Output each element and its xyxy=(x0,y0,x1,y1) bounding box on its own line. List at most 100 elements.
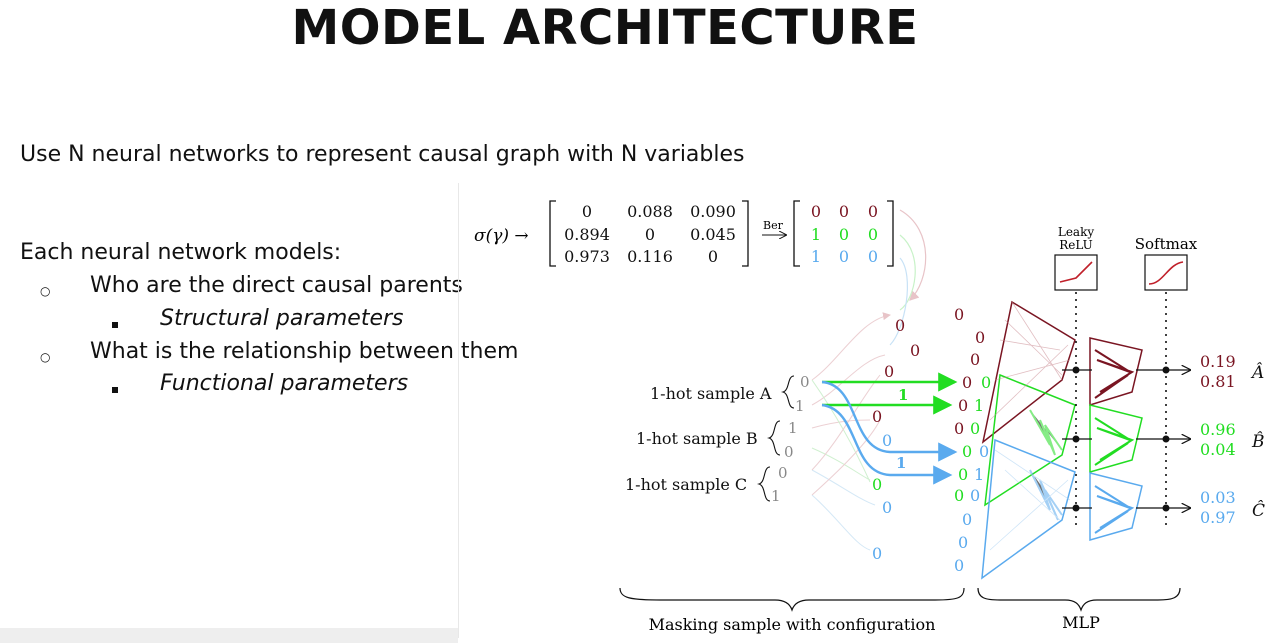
svg-text:0: 0 xyxy=(962,442,972,461)
ber-label: Ber xyxy=(763,219,784,232)
svg-text:0: 0 xyxy=(895,316,905,335)
svg-text:0: 0 xyxy=(954,419,964,438)
mlp-a-layer2 xyxy=(1089,337,1143,407)
sigma-cell: 0.973 xyxy=(564,247,610,266)
svg-text:0: 0 xyxy=(979,442,989,461)
sample-bit: 1 xyxy=(788,419,798,437)
ber-cell: 1 xyxy=(811,247,821,266)
matrix-bracket-right xyxy=(742,200,749,267)
leaky-relu-box xyxy=(1054,254,1098,291)
masked-arrow xyxy=(821,380,958,462)
output-a-hat: Â xyxy=(1250,362,1264,383)
svg-text:0: 0 xyxy=(954,486,964,505)
masking-brace xyxy=(619,587,965,612)
ber-cell: 0 xyxy=(839,247,849,266)
output-a-p2: 0.81 xyxy=(1200,372,1236,391)
weight-one: 1 xyxy=(898,386,908,404)
ber-cell: 0 xyxy=(839,202,849,221)
output-b-p2: 0.04 xyxy=(1200,440,1236,459)
softmax-label: Softmax xyxy=(1135,235,1198,253)
sigma-cell: 0.116 xyxy=(627,247,673,266)
mlp-a-layer1 xyxy=(981,300,1076,444)
svg-text:0: 0 xyxy=(882,498,892,517)
mlp-c-layer2 xyxy=(1089,472,1143,541)
softmax-icon xyxy=(1148,261,1184,285)
svg-text:0: 0 xyxy=(958,465,968,484)
sample-bit: 1 xyxy=(771,487,781,505)
circle-bullet-icon: ○ xyxy=(40,350,51,364)
bottom-strip xyxy=(0,628,458,643)
ber-cell: 1 xyxy=(811,225,821,244)
mlp-b-layer2 xyxy=(1089,404,1143,473)
leaky-label-2: ReLU xyxy=(1059,238,1093,252)
svg-text:0: 0 xyxy=(975,328,985,347)
output-c-p1: 0.03 xyxy=(1200,488,1236,507)
brace-c xyxy=(757,466,771,502)
svg-text:0: 0 xyxy=(958,396,968,415)
ber-cell: 0 xyxy=(839,225,849,244)
svg-text:0: 0 xyxy=(884,362,894,381)
sample-bit: 1 xyxy=(795,397,805,415)
sample-b-label: 1-hot sample B xyxy=(636,429,758,448)
svg-text:0: 0 xyxy=(970,419,980,438)
sigma-cell: 0 xyxy=(708,247,718,266)
sigma-cell: 0.045 xyxy=(690,225,736,244)
svg-text:1: 1 xyxy=(974,465,984,484)
intro-text: Use N neural networks to represent causa… xyxy=(20,142,745,167)
sigma-cell: 0 xyxy=(582,202,592,221)
sigma-cell: 0.894 xyxy=(564,225,610,244)
sample-bit: 0 xyxy=(800,373,810,391)
ber-cell: 0 xyxy=(811,202,821,221)
leaky-label-1: Leaky xyxy=(1058,225,1094,239)
svg-text:0: 0 xyxy=(872,475,882,494)
sample-a-label: 1-hot sample A xyxy=(650,384,772,403)
output-b-p1: 0.96 xyxy=(1200,420,1236,439)
svg-text:0: 0 xyxy=(872,544,882,563)
masking-caption: Masking sample with configuration xyxy=(649,615,936,634)
square-bullet-icon xyxy=(112,322,118,328)
mlp-c-layer1 xyxy=(981,438,1076,580)
bullet-1-sub: Structural parameters xyxy=(160,306,404,331)
mlp-brace xyxy=(977,587,1181,612)
output-b-hat: B̂ xyxy=(1251,432,1265,452)
matrix-bracket-right xyxy=(887,200,894,267)
svg-text:0: 0 xyxy=(882,431,892,450)
output-a-p1: 0.19 xyxy=(1200,352,1236,371)
output-c-hat: Ĉ xyxy=(1252,500,1265,521)
svg-text:0: 0 xyxy=(958,533,968,552)
square-bullet-icon xyxy=(112,387,118,393)
bullet-2-text: What is the relationship between them xyxy=(90,339,519,364)
sample-bit: 0 xyxy=(778,464,788,482)
masked-arrow xyxy=(821,403,953,485)
brace-a xyxy=(781,375,795,409)
panel-divider xyxy=(458,183,459,638)
svg-text:1: 1 xyxy=(974,396,984,415)
ber-cell: 0 xyxy=(868,202,878,221)
sigma-cell: 0.090 xyxy=(690,202,736,221)
svg-text:0: 0 xyxy=(872,407,882,426)
svg-text:0: 0 xyxy=(954,305,964,324)
ber-cell: 0 xyxy=(868,247,878,266)
slide-title: MODEL ARCHITECTURE xyxy=(291,0,919,56)
svg-text:0: 0 xyxy=(981,373,991,392)
bullet-2-sub: Functional parameters xyxy=(160,371,409,396)
svg-text:0: 0 xyxy=(954,556,964,575)
each-heading: Each neural network models: xyxy=(20,240,342,265)
sigma-label: σ(γ) → xyxy=(474,226,529,246)
weight-one: 1 xyxy=(896,454,906,472)
leaky-relu-icon xyxy=(1059,261,1093,283)
matrix-bracket-left xyxy=(793,200,800,267)
mlp-caption: MLP xyxy=(1062,613,1100,632)
svg-text:0: 0 xyxy=(970,486,980,505)
sample-bit: 0 xyxy=(784,443,794,461)
output-c-p2: 0.97 xyxy=(1200,508,1236,527)
svg-text:0: 0 xyxy=(962,373,972,392)
svg-text:0: 0 xyxy=(970,350,980,369)
sigma-cell: 0 xyxy=(645,225,655,244)
circle-bullet-icon: ○ xyxy=(40,284,51,298)
svg-text:0: 0 xyxy=(962,510,972,529)
sample-c-label: 1-hot sample C xyxy=(625,475,747,494)
ber-cell: 0 xyxy=(868,225,878,244)
mlp-b-layer1 xyxy=(984,373,1076,507)
